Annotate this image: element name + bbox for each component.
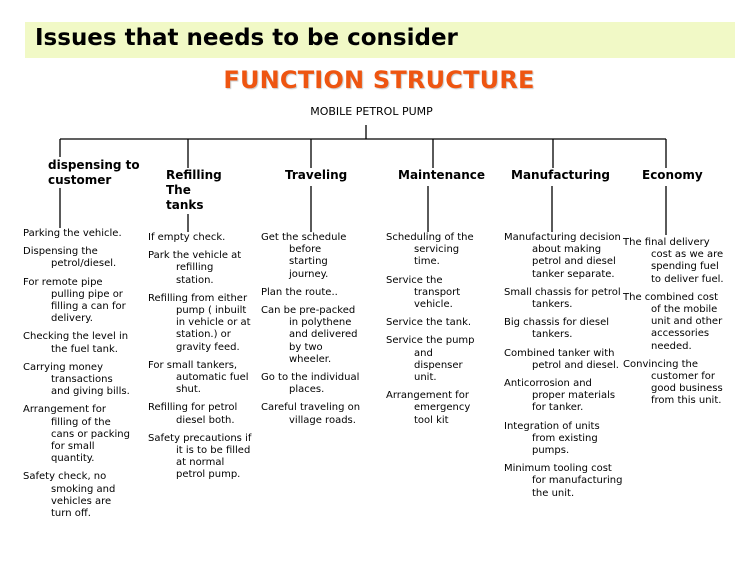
list-item: Safety precautions if it is to be filled… xyxy=(148,432,252,481)
list-item: Service the pump and dispenser unit. xyxy=(386,335,475,384)
list-item: For remote pipe pulling pipe or filling … xyxy=(23,276,126,325)
list-item: If empty check. xyxy=(148,232,226,243)
branch-label-manufacturing: Manufacturing xyxy=(511,168,610,182)
list-item: Carrying money transactions and giving b… xyxy=(23,361,130,398)
diagram-title: FUNCTION STRUCTURE xyxy=(223,66,535,94)
list-item: The final delivery cost as we are spendi… xyxy=(623,237,724,285)
branch-items-refilling: If empty check. Park the vehicle at refi… xyxy=(148,232,254,488)
list-item: Safety check, no smoking and vehicles ar… xyxy=(23,471,116,520)
list-item: Scheduling of the servicing time. xyxy=(386,232,474,268)
header-text: Issues that needs to be consider xyxy=(35,25,458,51)
list-item: Checking the level in the fuel tank. xyxy=(23,331,129,355)
branch-label-refilling: Refilling The tanks xyxy=(166,168,222,212)
list-item: Get the schedule before starting journey… xyxy=(261,232,347,280)
list-item: Plan the route.. xyxy=(261,286,338,298)
branch-label-economy: Economy xyxy=(642,168,703,182)
list-item: Anticorrosion and proper materials for t… xyxy=(504,378,616,414)
branch-label-traveling: Traveling xyxy=(285,168,348,182)
list-item: Integration of units from existing pumps… xyxy=(504,420,600,457)
list-item: Arrangement for emergency tool kit xyxy=(386,390,471,426)
list-item: Service the transport vehicle. xyxy=(386,274,461,311)
list-item: Parking the vehicle. xyxy=(23,228,122,239)
branch-items-manufacturing: Manufacturing decision about making petr… xyxy=(504,232,624,506)
list-item: Park the vehicle at refilling station. xyxy=(148,250,242,286)
header-bar: Issues that needs to be consider xyxy=(25,22,735,58)
branch-label-maintenance: Maintenance xyxy=(398,168,486,182)
list-item: Big chassis for diesel tankers. xyxy=(504,317,610,341)
list-item: Go to the individual places. xyxy=(261,372,360,396)
list-item: Careful traveling on village roads. xyxy=(261,402,361,426)
list-item: Arrangement for filling of the cans or p… xyxy=(23,404,130,465)
branch-label-dispensing: dispensing to customer xyxy=(48,158,140,187)
root-node-label: MOBILE PETROL PUMP xyxy=(310,105,433,118)
list-item: Dispensing the petrol/diesel. xyxy=(23,246,117,270)
list-item: Service the tank. xyxy=(386,317,472,329)
branch-items-economy: The final delivery cost as we are spendi… xyxy=(623,237,727,414)
list-item: Convincing the customer for good busines… xyxy=(623,358,723,407)
list-item: The combined cost of the mobile unit and… xyxy=(623,291,723,352)
list-item: Small chassis for petrol tankers. xyxy=(504,286,621,311)
list-item: Refilling from either pump ( inbuilt in … xyxy=(148,292,251,353)
list-item: Refilling for petrol diesel both. xyxy=(148,402,238,426)
list-item: Manufacturing decision about making petr… xyxy=(504,232,621,280)
list-item: Can be pre-packed in polythene and deliv… xyxy=(261,305,358,365)
branch-items-maintenance: Scheduling of the servicing time. Servic… xyxy=(386,232,484,433)
branch-items-dispensing: Parking the vehicle. Dispensing the petr… xyxy=(23,228,133,526)
list-item: Minimum tooling cost for manufacturing t… xyxy=(504,463,623,499)
branch-items-traveling: Get the schedule before starting journey… xyxy=(261,232,363,433)
list-item: Combined tanker with petrol and diesel. xyxy=(504,347,619,371)
list-item: For small tankers, automatic fuel shut. xyxy=(148,359,249,396)
